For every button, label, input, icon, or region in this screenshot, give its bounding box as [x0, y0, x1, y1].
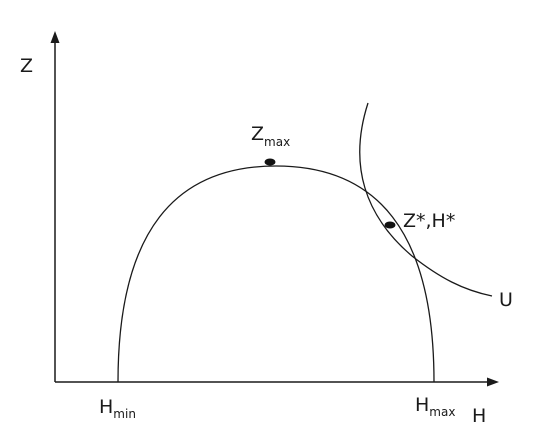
h-max-label: Hmax: [415, 394, 455, 419]
peak-label: Zmax: [251, 123, 290, 149]
h-min-label-main: H: [99, 396, 113, 418]
y-axis-label: Z: [20, 55, 33, 77]
tangency-label: Z*,H*: [403, 210, 455, 232]
x-axis-arrowhead: [487, 377, 499, 387]
axes: [50, 31, 499, 387]
tangency-point-marker: [384, 221, 396, 229]
peak-label-sub: max: [264, 135, 290, 149]
y-axis-arrowhead: [50, 31, 60, 43]
x-axis-label: H: [472, 405, 486, 427]
peak-label-main: Z: [251, 123, 264, 145]
indifference-label: U: [499, 289, 513, 311]
peak-point-marker: [264, 158, 276, 166]
h-max-label-sub: max: [429, 405, 455, 419]
h-max-label-main: H: [415, 394, 429, 416]
indifference-curve: [359, 102, 493, 297]
h-min-label-sub: min: [113, 407, 136, 421]
frontier-curve: [117, 165, 435, 383]
h-min-label: Hmin: [99, 396, 136, 421]
